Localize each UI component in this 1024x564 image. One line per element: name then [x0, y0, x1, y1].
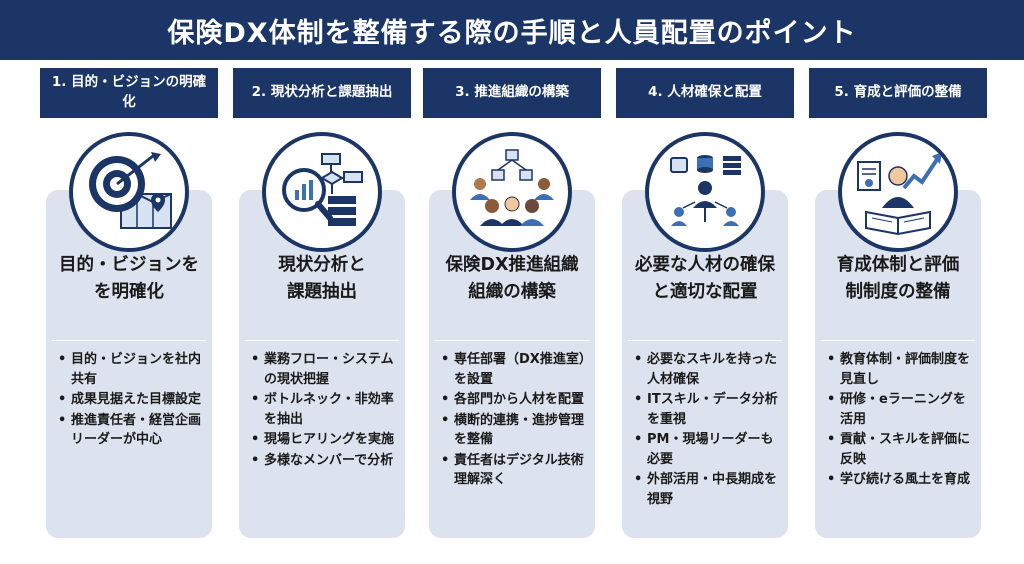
bullet-item: 責任者はデジタル技術理解深く [441, 451, 591, 490]
talent-network-icon [645, 132, 765, 252]
panel-title-line: 課題抽出 [287, 282, 357, 303]
bullet-item: ボトルネック・非効率を抽出 [251, 390, 401, 429]
growth-training-icon [838, 132, 958, 252]
page-title: 保険DX体制を整備する際の手順と人員配置のポイント [0, 0, 1024, 60]
bullet-item: 研修・eラーニングを活用 [827, 390, 977, 429]
panel-title-line: 育成体制と評価 [836, 255, 960, 275]
bullet-item: 必要なスキルを持った人材確保 [634, 350, 784, 389]
step-panel-title: 必要な人材の確保 と適切な配置 [622, 252, 788, 306]
bullet-item: ITスキル・データ分析を重視 [634, 390, 784, 429]
step-column-1: 1. 目的・ビジョンの明確化 目的・ビジョンを を明確化 目的・ビジョンを社内共… [40, 68, 218, 538]
bullet-item: 外部活用・中長期成を視野 [634, 470, 784, 509]
panel-title-line: 必要な人材の確保 [635, 255, 775, 275]
team-structure-icon [452, 132, 572, 252]
panel-divider [435, 340, 589, 341]
step-header: 3. 推進組織の構築 [423, 68, 601, 118]
panel-divider [245, 340, 399, 341]
step-column-5: 5. 育成と評価の整備 育成体制と評価 制制度の整備 教育体制・評価制度を見直し… [809, 68, 987, 538]
bullet-list: 専任部署（DX推進室）を設置 各部門から人材を配置 横断的連携・進捗管理を整備 … [441, 350, 591, 491]
step-panel-title: 育成体制と評価 制制度の整備 [815, 252, 981, 306]
bullet-item: 多様なメンバーで分析 [251, 451, 401, 471]
bullet-item: 専任部署（DX推進室）を設置 [441, 350, 591, 389]
bullet-list: 目的・ビジョンを社内共有 成果見据えた目標設定 推進責任者・経営企画リーダーが中… [58, 350, 208, 451]
step-column-3: 3. 推進組織の構築 保険DX推進組織 組織の構築 専任部署（DX推進室）を設置… [423, 68, 601, 538]
bullet-item: 教育体制・評価制度を見直し [827, 350, 977, 389]
panel-title-line: を明確化 [94, 282, 164, 303]
panel-title-line: 目的・ビジョンを [59, 255, 199, 275]
step-column-4: 4. 人材確保と配置 必要な人材の確保 と適切な配置 必要なスキルを持った人材確… [616, 68, 794, 538]
panel-title-line: 現状分析と [278, 255, 366, 275]
bullet-item: 各部門から人材を配置 [441, 390, 591, 410]
panel-title-line: と適切な配置 [652, 282, 758, 303]
step-column-2: 2. 現状分析と課題抽出 現状分析と 課題抽出 業務フロー・システムの現状把握 … [233, 68, 411, 538]
bullet-list: 業務フロー・システムの現状把握 ボトルネック・非効率を抽出 現場ヒアリングを実施… [251, 350, 401, 471]
step-panel-title: 現状分析と 課題抽出 [239, 252, 405, 306]
step-header: 1. 目的・ビジョンの明確化 [40, 68, 218, 118]
step-panel-title: 目的・ビジョンを を明確化 [46, 252, 212, 306]
bullet-item: 貢献・スキルを評価に反映 [827, 430, 977, 469]
panel-title-line: 保険DX推進組織 [445, 255, 579, 275]
bullet-item: 現場ヒアリングを実施 [251, 430, 401, 450]
panel-divider [52, 340, 206, 341]
panel-divider [821, 340, 975, 341]
flowchart-magnifier-icon [262, 132, 382, 252]
bullet-item: 業務フロー・システムの現状把握 [251, 350, 401, 389]
bullet-list: 教育体制・評価制度を見直し 研修・eラーニングを活用 貢献・スキルを評価に反映 … [827, 350, 977, 491]
bullet-item: 学び続ける風土を育成 [827, 470, 977, 490]
panel-title-line: 組織の構築 [468, 282, 556, 303]
step-header: 4. 人材確保と配置 [616, 68, 794, 118]
panel-title-line: 制制度の整備 [845, 282, 951, 303]
target-map-icon [69, 132, 189, 252]
bullet-list: 必要なスキルを持った人材確保 ITスキル・データ分析を重視 PM・現場リーダーも… [634, 350, 784, 510]
panel-divider [628, 340, 782, 341]
bullet-item: 目的・ビジョンを社内共有 [58, 350, 208, 389]
bullet-item: 横断的連携・進捗管理を整備 [441, 411, 591, 450]
bullet-item: PM・現場リーダーも必要 [634, 430, 784, 469]
step-header: 5. 育成と評価の整備 [809, 68, 987, 118]
bullet-item: 推進責任者・経営企画リーダーが中心 [58, 411, 208, 450]
step-panel-title: 保険DX推進組織 組織の構築 [429, 252, 595, 306]
bullet-item: 成果見据えた目標設定 [58, 390, 208, 410]
step-header: 2. 現状分析と課題抽出 [233, 68, 411, 118]
